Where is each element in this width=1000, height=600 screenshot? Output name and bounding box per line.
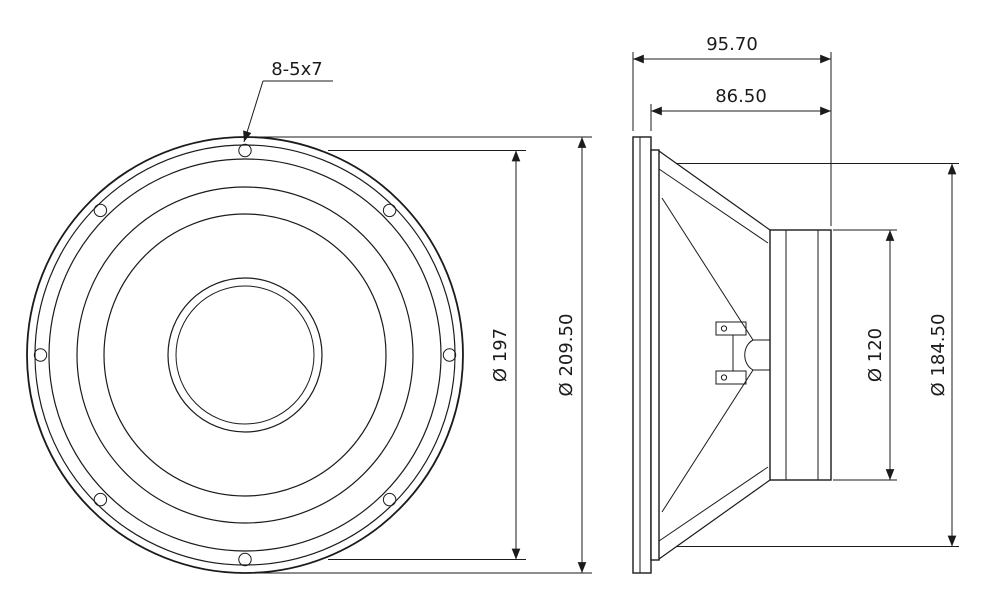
dim-overall-diameter-label: Ø 209.50 bbox=[556, 314, 577, 397]
front-view-body bbox=[26, 136, 464, 574]
callout-leader-line bbox=[243, 80, 264, 143]
terminal-hole bbox=[720, 374, 728, 381]
terminal-tab bbox=[715, 321, 747, 336]
mounting-hole bbox=[238, 143, 252, 158]
mounting-hole bbox=[33, 348, 48, 362]
surround-inner-circle bbox=[103, 213, 387, 497]
dim-bolt-circle-label: Ø 197 bbox=[490, 328, 511, 382]
mounting-hole bbox=[93, 203, 108, 218]
outer-rim-circle bbox=[26, 136, 464, 574]
side-view: 95.70 86.50 Ø 120 Ø 184.50 bbox=[632, 34, 959, 574]
basket-top-inner-edge bbox=[658, 168, 769, 244]
basket-top-outer-edge bbox=[658, 150, 771, 231]
dust-cap-inner-circle bbox=[175, 285, 315, 425]
mounting-holes bbox=[33, 143, 457, 567]
basket-bottom-inner-edge bbox=[658, 466, 769, 542]
terminal-block bbox=[715, 321, 747, 385]
dim-magnet-diameter-label: Ø 120 bbox=[865, 328, 886, 382]
cone-bottom-edge bbox=[661, 369, 754, 513]
mounting-flange bbox=[632, 136, 652, 574]
dim-bolt-circle: Ø 197 bbox=[328, 150, 526, 560]
mounting-hole bbox=[238, 552, 252, 567]
terminal-hole bbox=[720, 325, 728, 332]
dim-rear-frame-diameter-label: Ø 184.50 bbox=[928, 314, 949, 397]
front-view: 8-5x7 Ø 197 Ø 209.50 bbox=[26, 59, 592, 574]
dust-cap-profile bbox=[744, 339, 754, 371]
dim-rear-frame-diameter: Ø 184.50 bbox=[676, 163, 959, 547]
dim-overall-depth: 95.70 bbox=[632, 34, 832, 226]
terminal-tab bbox=[715, 370, 747, 385]
mounting-hole bbox=[442, 348, 457, 362]
mounting-hole bbox=[382, 203, 397, 218]
cone-top-edge bbox=[661, 197, 754, 341]
dim-mounting-depth-label: 86.50 bbox=[715, 86, 767, 107]
dim-overall-diameter: Ø 209.50 bbox=[252, 136, 592, 574]
mounting-hole bbox=[93, 492, 108, 507]
dim-magnet-diameter: Ø 120 bbox=[833, 229, 897, 481]
gasket-inner-circle bbox=[48, 158, 442, 552]
rim-inner-circle bbox=[34, 144, 456, 566]
surround-outer-circle bbox=[76, 186, 414, 524]
dim-overall-depth-label: 95.70 bbox=[706, 34, 758, 55]
side-view-body bbox=[632, 136, 832, 574]
flange-lip bbox=[650, 149, 660, 561]
mounting-holes-callout: 8-5x7 bbox=[243, 59, 333, 143]
dim-mounting-depth: 86.50 bbox=[650, 86, 831, 131]
magnet-assembly bbox=[769, 229, 832, 481]
dust-cap-outer-circle bbox=[167, 277, 323, 433]
mounting-hole bbox=[382, 492, 397, 507]
callout-label: 8-5x7 bbox=[271, 59, 323, 80]
basket-bottom-outer-edge bbox=[658, 479, 771, 560]
